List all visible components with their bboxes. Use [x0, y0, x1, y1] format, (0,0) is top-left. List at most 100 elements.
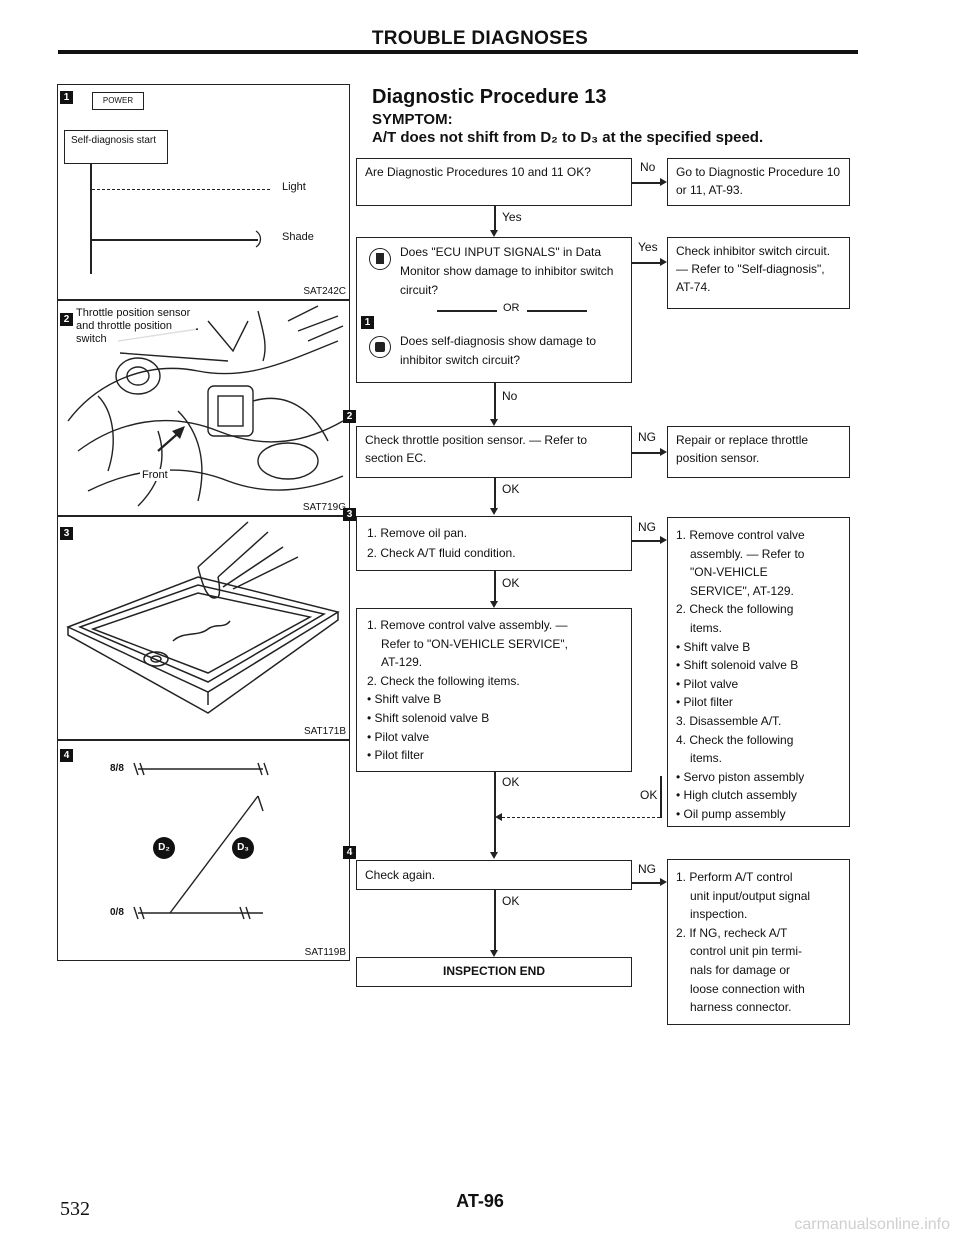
consult-icon-core [375, 342, 385, 352]
q2-yes-arrow [660, 258, 667, 266]
q6-ok-connector [494, 890, 496, 950]
figure-3-badge: 3 [60, 527, 73, 540]
merge-arrow [490, 852, 498, 859]
step-2-badge: 2 [343, 410, 356, 423]
figure-4-badge: 4 [60, 749, 73, 762]
symptom-text: A/T does not shift from D₂ to D₃ at the … [372, 129, 764, 146]
front-label: Front [140, 469, 170, 481]
q6-ng-line-5: control unit pin termi- [690, 944, 803, 959]
or-divider-right [527, 310, 587, 312]
ng-line-10: • Pilot filter [676, 695, 733, 710]
q2-yes-connector [632, 262, 660, 264]
q4-ok-label: OK [502, 576, 520, 590]
symptom-label: SYMPTOM: [372, 111, 453, 128]
q1-no-action-box: Go to Diagnostic Procedure 10 or 11, AT-… [667, 158, 850, 206]
ng-line-15: • High clutch assembly [676, 788, 797, 803]
shade-solid-line [92, 239, 258, 241]
self-diagnosis-label: Self-diagnosis start [71, 135, 157, 146]
step-1-badge: 1 [361, 316, 374, 329]
q3-ok-label: OK [502, 482, 520, 496]
q2-no-label: No [502, 389, 518, 403]
q6-ok-label: OK [502, 894, 520, 908]
q5-line-2: Refer to "ON-VEHICLE SERVICE", [381, 636, 569, 651]
step-q6-text: Check again. [365, 868, 436, 882]
figure-3-code: SAT171B [303, 726, 346, 737]
q1-no-label: No [640, 160, 656, 174]
step-q3-box: Check throttle position sensor. — Refer … [356, 426, 632, 478]
step-q6-box: Check again. [356, 860, 632, 890]
inspection-end-text: INSPECTION END [442, 964, 545, 978]
q4-line-1: 1. Remove oil pan. [367, 526, 468, 540]
right-ok-label: OK [640, 788, 658, 802]
q6-ng-line-2: unit input/output signal [690, 888, 811, 903]
step-3-badge: 3 [343, 508, 356, 521]
q3-ng-action-text: Repair or replace throttle position sens… [676, 433, 809, 465]
q5-line-8: • Pilot filter [367, 748, 424, 763]
header-rule [58, 50, 858, 54]
d2-label: D₂ [158, 842, 170, 853]
consult-icon [369, 336, 391, 358]
q6-ng-line-7: loose connection with [690, 981, 805, 996]
figure-1-badge: 1 [60, 91, 73, 104]
right-ok-connector-vertical [660, 776, 662, 818]
step-q4-box: 1. Remove oil pan. 2. Check A/T fluid co… [356, 516, 632, 571]
q1-no-action-text: Go to Diagnostic Procedure 10 or 11, AT-… [676, 165, 841, 197]
light-label: Light [282, 181, 306, 193]
q2-yes-action-box: Check inhibitor switch circuit. — Refer … [667, 237, 850, 309]
q1-no-connector [632, 182, 660, 184]
q5-line-6: • Shift solenoid valve B [367, 710, 490, 725]
power-box: POWER [92, 92, 144, 110]
q4-ng-label: NG [638, 520, 656, 534]
q4-ng-connector [632, 540, 660, 542]
q4-ok-connector [494, 571, 496, 601]
q3-ng-arrow [660, 448, 667, 456]
engine-illustration [67, 305, 344, 507]
ng-line-5: 2. Check the following [676, 602, 794, 617]
ng-line-3: "ON-VEHICLE [690, 565, 768, 580]
q2-yes-label: Yes [638, 240, 658, 254]
shade-transition-mark [255, 230, 262, 248]
figure-2-code: SAT719G [302, 502, 346, 513]
q6-ng-connector [632, 882, 660, 884]
figure-3-panel: 3 SAT171B [57, 516, 350, 740]
step-q1-text: Are Diagnostic Procedures 10 and 11 OK? [365, 165, 591, 179]
q6-ng-line-3: inspection. [690, 907, 748, 922]
q5-line-3: AT-129. [381, 655, 423, 670]
q5-line-1: 1. Remove control valve assembly. — [367, 618, 568, 632]
q6-ng-label: NG [638, 862, 656, 876]
q6-ok-arrow [490, 950, 498, 957]
shift-chart [133, 762, 269, 920]
step-q2-box: Does "ECU INPUT SIGNALS" in Data Monitor… [356, 237, 632, 383]
or-label: OR [503, 302, 520, 314]
figure-2-panel: 2 Throttle position sensor and throttle … [57, 300, 350, 516]
figure-1-panel: 1 POWER Self-diagnosis start Light Shade… [57, 84, 350, 300]
q3-ng-action-box: Repair or replace throttle position sens… [667, 426, 850, 478]
step-q5-box: 1. Remove control valve assembly. — Refe… [356, 608, 632, 772]
q6-ng-line-1: 1. Perform A/T control [676, 870, 793, 884]
q1-yes-label: Yes [502, 210, 522, 224]
q6-ng-line-4: 2. If NG, recheck A/T [676, 925, 788, 940]
q4-ok-arrow [490, 601, 498, 608]
d3-label: D₃ [237, 842, 249, 853]
ng-line-1: 1. Remove control valve [676, 528, 805, 542]
figure-2-badge: 2 [60, 313, 73, 326]
step-q2a-text: Does "ECU INPUT SIGNALS" in Data Monitor… [400, 245, 614, 297]
inspection-end-box: INSPECTION END [356, 957, 632, 987]
ng-line-16: • Oil pump assembly [676, 806, 786, 821]
q4-ng-action-box: 1. Remove control valve assembly. — Refe… [667, 517, 850, 827]
ng-line-13: items. [690, 751, 723, 766]
monitor-icon-screen [376, 253, 384, 264]
step-q2b-text: Does self-diagnosis show damage to inhib… [400, 334, 597, 367]
watermark-text: carmanualsonline.info [794, 1216, 950, 1233]
light-dashed-line [92, 189, 270, 190]
q4-line-2: 2. Check A/T fluid condition. [367, 546, 516, 560]
right-ok-arrow [495, 813, 502, 821]
step-4-badge: 4 [343, 846, 356, 859]
ng-line-4: SERVICE", AT-129. [690, 583, 794, 598]
self-diagnosis-box: Self-diagnosis start [64, 130, 168, 164]
figure-4-panel: 4 8/8 0/8 D₂ D₃ SAT119B [57, 740, 350, 961]
q5-line-4: 2. Check the following items. [367, 673, 520, 688]
q4-ng-arrow [660, 536, 667, 544]
figure-4-code: SAT119B [304, 947, 346, 958]
ng-line-7: • Shift valve B [676, 639, 751, 654]
